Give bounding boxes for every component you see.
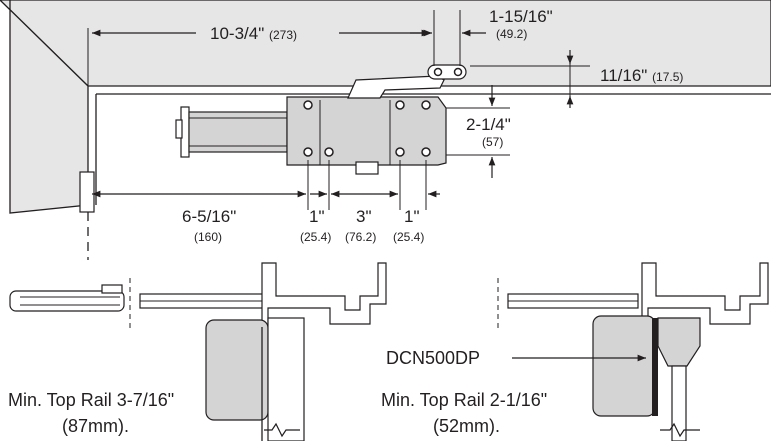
closer-arm bbox=[347, 75, 445, 99]
frame-profile-left bbox=[261, 262, 387, 328]
pinion-shaft bbox=[355, 161, 379, 175]
door-stile-left bbox=[267, 317, 305, 442]
closer-side-right bbox=[592, 315, 656, 417]
right-caption-line2: (52mm). bbox=[433, 416, 500, 436]
narrow-stile-right bbox=[657, 317, 701, 367]
arm-side bbox=[9, 290, 125, 312]
left-caption-line2: (87mm). bbox=[62, 416, 129, 436]
dim-3-metric: (76.2) bbox=[345, 230, 376, 244]
hinge bbox=[79, 171, 95, 213]
dim-1-a-label: 1" bbox=[309, 207, 325, 226]
right-section-view bbox=[497, 262, 769, 442]
dim-1-15-16-metric: (49.2) bbox=[496, 27, 527, 41]
dim-2-1-4-label: 2-1/4" bbox=[466, 115, 511, 134]
dim-1-b-label: 1" bbox=[404, 207, 420, 226]
frame-profile-right bbox=[641, 262, 769, 328]
dim-2-1-4-metric: (57) bbox=[482, 135, 503, 149]
closer-side-left bbox=[205, 319, 269, 421]
left-caption-line1: Min. Top Rail 3-7/16" bbox=[8, 390, 174, 410]
model-label: DCN500DP bbox=[386, 348, 480, 368]
dim-11-16-label: 11/16" (17.5) bbox=[600, 66, 683, 85]
dim-6-5-16-label: 6-5/16" bbox=[182, 207, 236, 226]
dimension-lines bbox=[87, 10, 590, 210]
dim-3-label: 3" bbox=[356, 207, 372, 226]
dcn500dp-plate bbox=[652, 318, 658, 416]
dim-6-5-16-metric: (160) bbox=[194, 230, 222, 244]
dim-1-b-metric: (25.4) bbox=[393, 230, 424, 244]
dim-10-3-4-label: 10-3/4" (273) bbox=[210, 24, 297, 43]
frame-and-door-elevation bbox=[0, 0, 771, 260]
adjusting-valve bbox=[175, 119, 183, 139]
right-caption-line1: Min. Top Rail 2-1/16" bbox=[381, 390, 547, 410]
left-section-view bbox=[9, 262, 387, 442]
dim-1-a-metric: (25.4) bbox=[300, 230, 331, 244]
dim-1-15-16-label: 1-15/16" bbox=[489, 7, 553, 26]
jamb-frame bbox=[0, 0, 89, 214]
door-closer-body bbox=[175, 64, 467, 175]
